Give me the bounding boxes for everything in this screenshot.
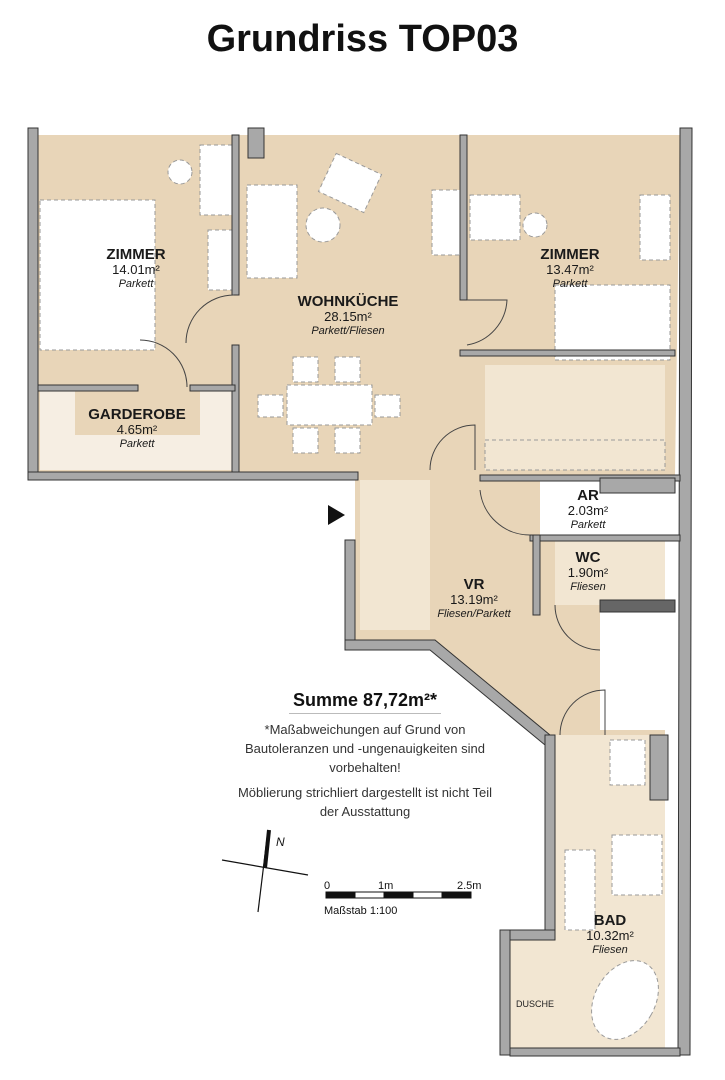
svg-text:AR: AR — [577, 487, 599, 504]
room-label-zimmer-2: ZIMMER 13.47m² Parkett — [540, 246, 599, 290]
summary-block: Summe 87,72m²* *Maßabweichungen auf Grun… — [230, 690, 500, 821]
furniture-note: Möblierung strichliert dargestellt ist n… — [237, 785, 493, 819]
svg-text:ZIMMER: ZIMMER — [106, 246, 165, 263]
svg-text:N: N — [276, 835, 285, 849]
svg-text:WC: WC — [576, 549, 601, 566]
scale-label-0: 0 — [324, 880, 331, 892]
svg-text:Parkett: Parkett — [120, 438, 156, 450]
svg-text:Parkett: Parkett — [571, 519, 607, 531]
svg-text:Parkett: Parkett — [553, 278, 589, 290]
svg-text:WOHNKÜCHE: WOHNKÜCHE — [298, 293, 399, 310]
svg-text:Fliesen: Fliesen — [570, 581, 605, 593]
scale-label-2-5m: 2.5m — [457, 880, 482, 892]
svg-text:13.19m²: 13.19m² — [450, 592, 498, 607]
dusche-label: DUSCHE — [516, 999, 554, 1009]
svg-text:14.01m²: 14.01m² — [112, 262, 160, 277]
room-label-wohnkueche: WOHNKÜCHE 28.15m² Parkett/Fliesen — [298, 293, 399, 337]
tolerance-note: *Maßabweichungen auf Grund von Bautolera… — [245, 722, 485, 775]
room-label-ar: AR 2.03m² Parkett — [568, 487, 609, 531]
svg-text:28.15m²: 28.15m² — [324, 309, 372, 324]
room-label-zimmer-1: ZIMMER 14.01m² Parkett — [106, 246, 165, 290]
total-area: Summe 87,72m²* — [288, 690, 442, 714]
svg-text:Parkett/Fliesen: Parkett/Fliesen — [311, 325, 384, 337]
svg-text:GARDEROBE: GARDEROBE — [88, 406, 186, 423]
entrance-arrow-icon — [328, 505, 345, 525]
svg-text:ZIMMER: ZIMMER — [540, 246, 599, 263]
svg-text:1.90m²: 1.90m² — [568, 565, 609, 580]
room-label-bad: BAD 10.32m² Fliesen — [586, 912, 634, 956]
svg-text:2.03m²: 2.03m² — [568, 503, 609, 518]
svg-text:10.32m²: 10.32m² — [586, 928, 634, 943]
svg-text:13.47m²: 13.47m² — [546, 262, 594, 277]
compass-icon: N — [221, 829, 309, 913]
room-label-vr: VR 13.19m² Fliesen/Parkett — [437, 576, 511, 620]
scale-caption: Maßstab 1:100 — [324, 905, 398, 917]
plan-title: Grundriss TOP03 — [206, 18, 519, 60]
svg-text:VR: VR — [464, 576, 485, 593]
doors — [139, 294, 606, 736]
svg-text:Fliesen/Parkett: Fliesen/Parkett — [437, 608, 511, 620]
scale-label-1m: 1m — [378, 880, 394, 892]
room-label-garderobe: GARDEROBE 4.65m² Parkett — [88, 406, 186, 450]
walls — [27, 127, 693, 1057]
svg-text:Fliesen: Fliesen — [592, 944, 627, 956]
furniture — [39, 144, 671, 1040]
svg-text:Parkett: Parkett — [119, 278, 155, 290]
room-label-wc: WC 1.90m² Fliesen — [568, 549, 609, 593]
svg-text:4.65m²: 4.65m² — [117, 422, 158, 437]
svg-text:BAD: BAD — [594, 912, 627, 929]
scale-bar — [325, 891, 472, 899]
